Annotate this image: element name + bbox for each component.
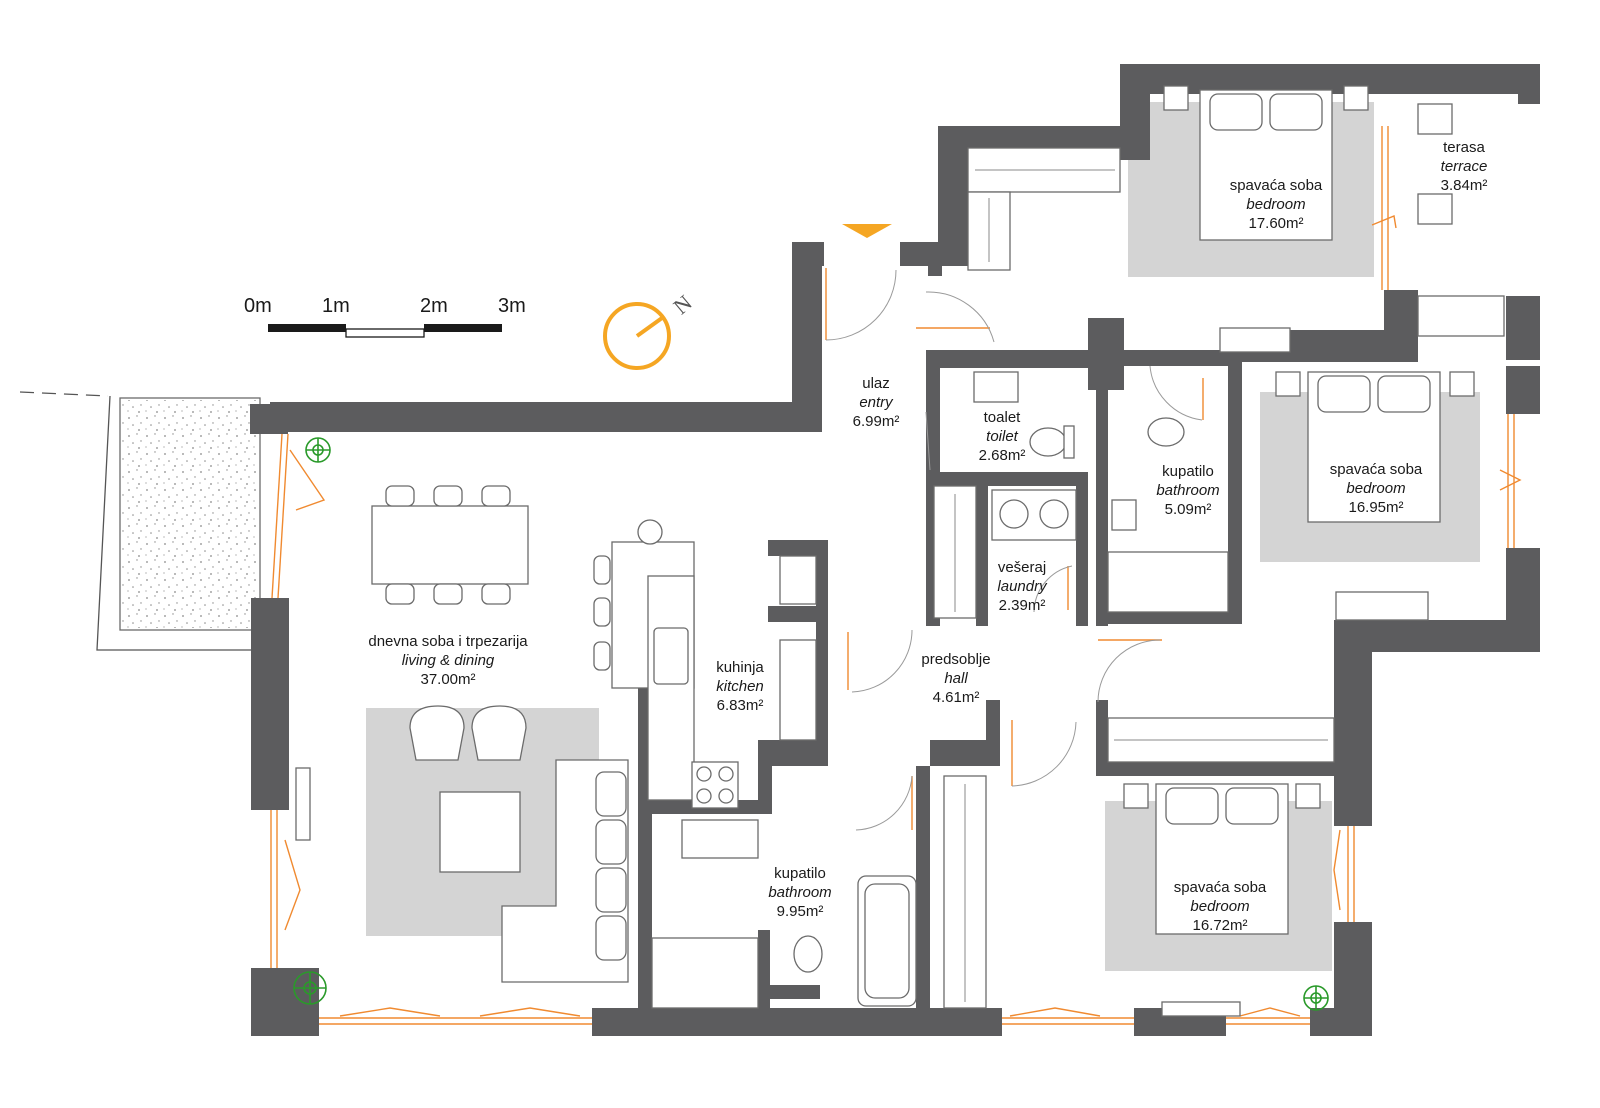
room-label-kitchen: kuhinja kitchen 6.83m² bbox=[716, 659, 764, 714]
svg-text:spavaća soba: spavaća soba bbox=[1330, 461, 1423, 478]
plants bbox=[293, 437, 1329, 1011]
scale-label-0: 0m bbox=[244, 295, 272, 317]
svg-text:ulaz: ulaz bbox=[862, 375, 890, 392]
plant-icon bbox=[1303, 985, 1329, 1011]
svg-text:6.99m²: 6.99m² bbox=[853, 413, 900, 430]
room-label-terrace: terasa terrace 3.84m² bbox=[1441, 139, 1488, 194]
walls bbox=[250, 64, 1540, 1036]
room-label-bathroom-small: kupatilo bathroom 5.09m² bbox=[1156, 463, 1219, 518]
furniture bbox=[295, 85, 1505, 1017]
room-label-bedroom-bottom: spavaća soba bedroom 16.72m² bbox=[1174, 879, 1267, 934]
scale-label-1: 1m bbox=[322, 295, 350, 317]
compass-icon: N bbox=[603, 290, 697, 370]
svg-text:37.00m²: 37.00m² bbox=[420, 671, 475, 688]
svg-text:bedroom: bedroom bbox=[1246, 196, 1305, 213]
svg-text:6.83m²: 6.83m² bbox=[717, 697, 764, 714]
room-label-bathroom-large: kupatilo bathroom 9.95m² bbox=[768, 865, 831, 920]
doors bbox=[825, 269, 1203, 831]
svg-text:2.39m²: 2.39m² bbox=[999, 597, 1046, 614]
svg-text:bathroom: bathroom bbox=[768, 884, 831, 901]
svg-text:5.09m²: 5.09m² bbox=[1165, 501, 1212, 518]
svg-text:kitchen: kitchen bbox=[716, 678, 764, 695]
entry-arrow-icon bbox=[842, 224, 892, 238]
balcony bbox=[19, 391, 261, 651]
room-label-bedroom-right: spavaća soba bedroom 16.95m² bbox=[1330, 461, 1423, 516]
svg-text:bedroom: bedroom bbox=[1346, 480, 1405, 497]
room-label-toilet: toalet toilet 2.68m² bbox=[979, 409, 1026, 464]
svg-text:17.60m²: 17.60m² bbox=[1248, 215, 1303, 232]
svg-text:predsoblje: predsoblje bbox=[921, 651, 990, 668]
room-label-living: dnevna soba i trpezarija living & dining… bbox=[368, 633, 528, 688]
svg-text:4.61m²: 4.61m² bbox=[933, 689, 980, 706]
svg-text:bedroom: bedroom bbox=[1190, 898, 1249, 915]
room-label-bedroom-top: spavaća soba bedroom 17.60m² bbox=[1230, 177, 1323, 232]
scale-label-3: 3m bbox=[498, 295, 526, 317]
svg-text:spavaća soba: spavaća soba bbox=[1174, 879, 1267, 896]
svg-text:dnevna soba i trpezarija: dnevna soba i trpezarija bbox=[368, 633, 528, 650]
svg-text:16.95m²: 16.95m² bbox=[1348, 499, 1403, 516]
svg-text:terasa: terasa bbox=[1443, 139, 1485, 156]
plant-icon bbox=[305, 437, 331, 463]
scale-label-2: 2m bbox=[420, 295, 448, 317]
svg-text:laundry: laundry bbox=[997, 578, 1048, 595]
svg-text:16.72m²: 16.72m² bbox=[1192, 917, 1247, 934]
svg-text:terrace: terrace bbox=[1441, 158, 1488, 175]
svg-text:toalet: toalet bbox=[984, 409, 1022, 426]
room-label-hall: predsoblje hall 4.61m² bbox=[921, 651, 990, 706]
svg-text:kuhinja: kuhinja bbox=[716, 659, 764, 676]
svg-text:9.95m²: 9.95m² bbox=[777, 903, 824, 920]
room-label-laundry: vešeraj laundry 2.39m² bbox=[997, 559, 1048, 614]
scale-bar: 0m 1m 2m 3m bbox=[244, 295, 526, 338]
svg-text:hall: hall bbox=[944, 670, 968, 687]
svg-text:entry: entry bbox=[859, 394, 894, 411]
svg-text:bathroom: bathroom bbox=[1156, 482, 1219, 499]
windows bbox=[270, 126, 1522, 1025]
svg-text:2.68m²: 2.68m² bbox=[979, 447, 1026, 464]
plant-icon bbox=[293, 971, 327, 1005]
north-label: N bbox=[668, 290, 696, 319]
svg-text:3.84m²: 3.84m² bbox=[1441, 177, 1488, 194]
svg-text:living & dining: living & dining bbox=[402, 652, 495, 669]
svg-text:kupatilo: kupatilo bbox=[774, 865, 826, 882]
svg-text:toilet: toilet bbox=[986, 428, 1019, 445]
svg-text:vešeraj: vešeraj bbox=[998, 559, 1046, 576]
room-label-entry: ulaz entry 6.99m² bbox=[853, 375, 900, 430]
svg-text:kupatilo: kupatilo bbox=[1162, 463, 1214, 480]
svg-text:spavaća soba: spavaća soba bbox=[1230, 177, 1323, 194]
